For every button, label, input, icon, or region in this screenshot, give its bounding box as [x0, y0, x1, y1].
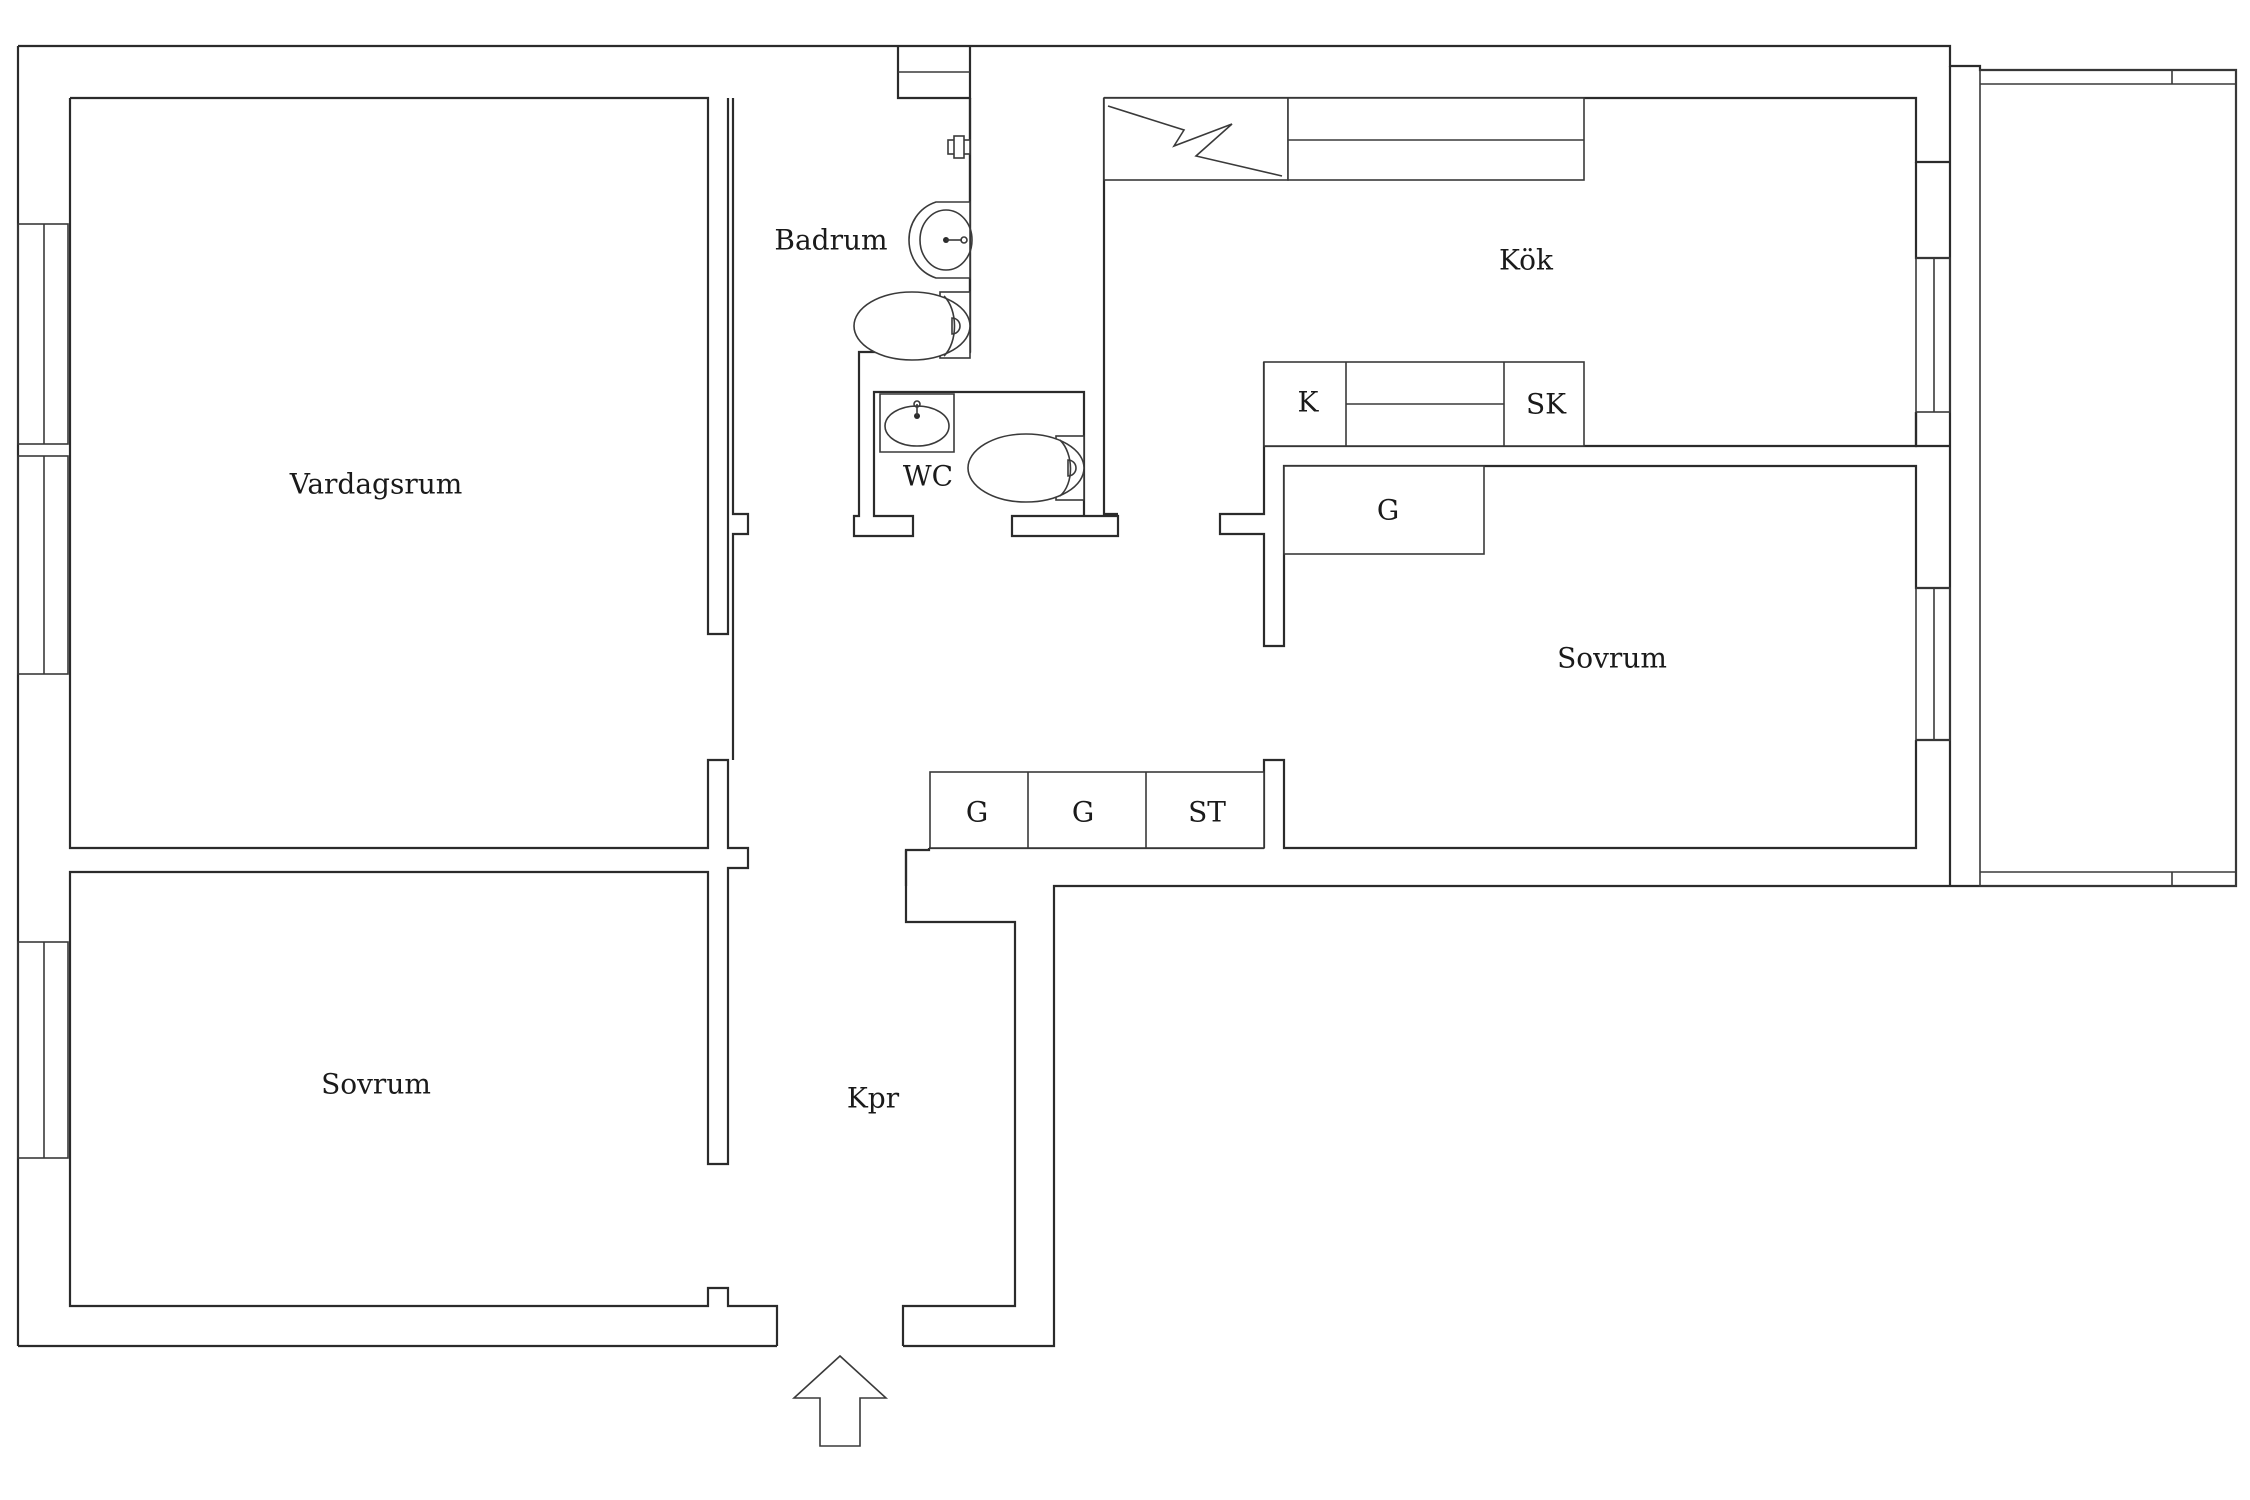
room-label-kok: Kök: [1499, 244, 1554, 277]
storage-label-g-hall-1: G: [966, 796, 988, 829]
bathroom-fixtures: [853, 135, 1085, 503]
room-label-vardagsrum: Vardagsrum: [289, 468, 463, 501]
room-label-badrum: Badrum: [774, 224, 887, 257]
storage-label-st: ST: [1188, 796, 1226, 829]
storage-label-g-hall-2: G: [1072, 796, 1094, 829]
entrance-arrow-icon: [791, 1354, 889, 1447]
storage-label-sk: SK: [1526, 388, 1567, 421]
room-label-sovrum-east: Sovrum: [1557, 642, 1667, 675]
room-label-kpr: Kpr: [847, 1082, 900, 1115]
kitchen-fixtures: [1103, 97, 1585, 447]
storage-label-k: K: [1298, 386, 1320, 419]
windows: [17, 69, 2237, 1159]
outer-walls: [16, 44, 2238, 1348]
room-labels: Vardagsrum Badrum WC Kök Sovrum Sovrum K…: [289, 224, 1667, 1115]
storage-label-g-bedroom: G: [1377, 494, 1399, 527]
wardrobes: [929, 465, 1485, 849]
room-label-wc: WC: [903, 460, 953, 493]
room-label-sovrum-west: Sovrum: [321, 1068, 431, 1101]
storage-labels: K SK G G G ST: [966, 386, 1567, 829]
